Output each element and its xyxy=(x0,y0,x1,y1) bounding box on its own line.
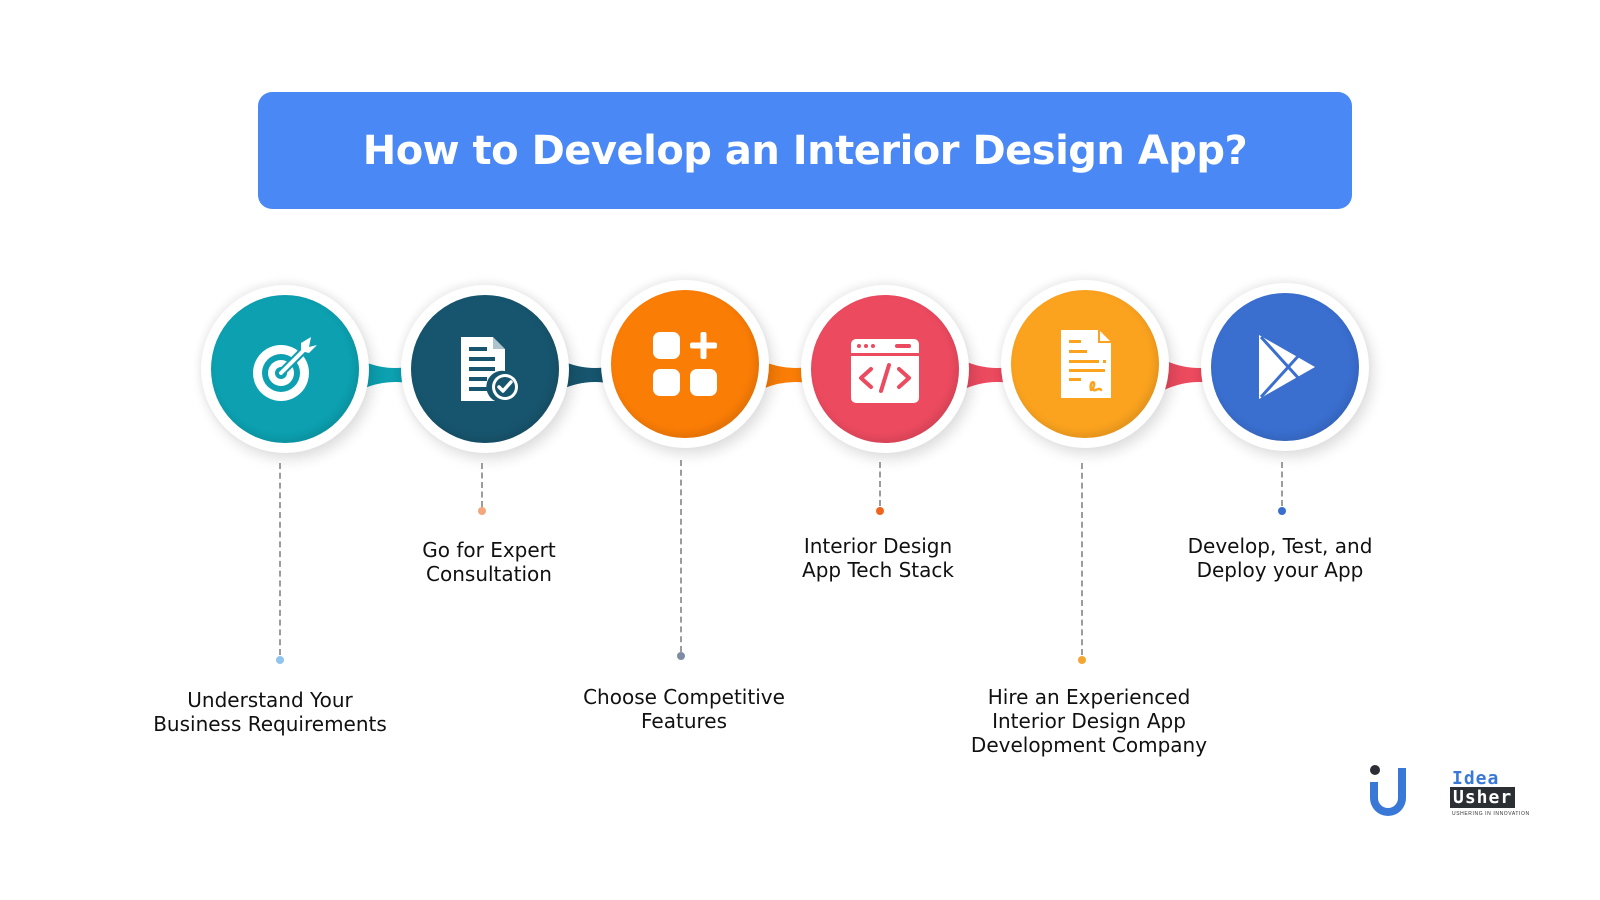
logo-text-usher: Usher xyxy=(1450,787,1516,808)
step-5-label: Hire an Experienced Interior Design App … xyxy=(970,685,1208,757)
title-banner: How to Develop an Interior Design App? xyxy=(258,92,1352,209)
step-6-disc xyxy=(1211,293,1359,441)
logo-u-mark-icon xyxy=(1370,765,1406,816)
step-2-label: Go for Expert Consultation xyxy=(422,538,556,586)
step-1-dot xyxy=(276,656,284,664)
step-6-leader-line xyxy=(1281,462,1283,506)
step-2-dot xyxy=(478,507,486,515)
step-5-dot xyxy=(1078,656,1086,664)
step-6-node xyxy=(1201,283,1369,451)
step-2-leader-line xyxy=(481,463,483,507)
step-3-disc xyxy=(611,290,759,438)
step-6-dot xyxy=(1278,507,1286,515)
step-5-node xyxy=(1001,280,1169,448)
step-4-disc xyxy=(811,295,959,443)
step-4-leader-line xyxy=(879,462,881,506)
page-title: How to Develop an Interior Design App? xyxy=(362,127,1248,174)
signed-contract-icon xyxy=(1061,330,1111,398)
step-5-leader-line xyxy=(1081,463,1083,655)
step-3-label: Choose Competitive Features xyxy=(583,685,785,733)
logo-tagline: USHERING IN INNOVATION xyxy=(1452,811,1530,817)
logo-text-idea: Idea xyxy=(1452,768,1500,789)
step-4-dot xyxy=(876,507,884,515)
step-2-disc xyxy=(411,295,559,443)
step-6-label: Develop, Test, and Deploy your App xyxy=(1187,534,1373,582)
step-5-disc xyxy=(1011,290,1159,438)
step-1-disc xyxy=(211,295,359,443)
document-check-icon xyxy=(461,337,518,401)
add-widgets-icon xyxy=(653,332,717,396)
target-arrow-icon xyxy=(253,337,317,401)
idea-usher-logo: Idea Usher USHERING IN INNOVATION xyxy=(1370,765,1544,842)
step-3-leader-line xyxy=(680,460,682,652)
step-2-node xyxy=(401,285,569,453)
step-1-node xyxy=(201,285,369,453)
step-4-label: Interior Design App Tech Stack xyxy=(802,534,954,582)
code-window-icon xyxy=(851,339,919,403)
play-store-icon xyxy=(1259,335,1315,399)
step-1-label: Understand Your Business Requirements xyxy=(153,688,387,736)
step-3-dot xyxy=(677,652,685,660)
step-3-node xyxy=(601,280,769,448)
step-1-leader-line xyxy=(279,463,281,655)
step-4-node xyxy=(801,285,969,453)
